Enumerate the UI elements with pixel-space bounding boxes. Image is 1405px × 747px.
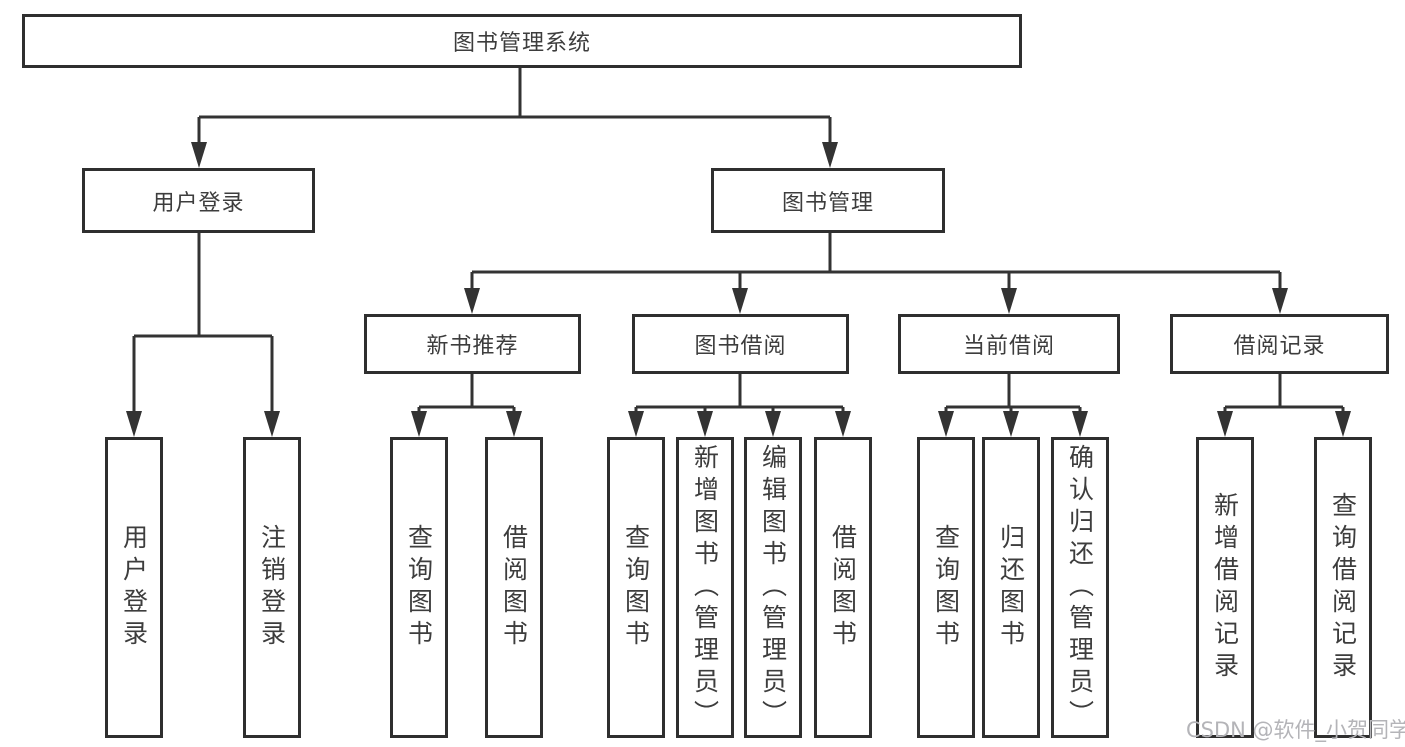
node-borrow-records: 借阅记录 [1170, 314, 1389, 374]
node-label: 图书借阅 [694, 334, 787, 359]
node-label: 借阅记录 [1233, 334, 1326, 359]
leaf-return-books: 归还图书 [982, 437, 1040, 738]
node-label: 借阅图书 [499, 523, 529, 652]
node-label: 图书管理系统 [452, 31, 591, 56]
node-label: 注销登录 [257, 523, 287, 652]
leaf-query-books-current: 查询图书 [917, 437, 975, 738]
node-label: 用户登录 [152, 190, 245, 216]
leaf-edit-books-admin: 编辑图书（管理员） [744, 437, 802, 738]
node-label: 用户登录 [119, 523, 149, 652]
node-label: 借阅图书 [828, 523, 858, 652]
node-label: 查询借阅记录 [1328, 491, 1358, 684]
node-label: 查询图书 [621, 523, 651, 652]
leaf-add-borrow-record: 新增借阅记录 [1196, 437, 1254, 738]
arrowheads [126, 142, 1351, 437]
node-book-management: 图书管理 [711, 168, 945, 233]
leaf-add-books-admin: 新增图书（管理员） [676, 437, 734, 738]
leaf-user-login: 用户登录 [105, 437, 163, 738]
leaf-borrow-books: 借阅图书 [814, 437, 872, 738]
node-label: 新书推荐 [426, 334, 519, 359]
node-label: 编辑图书（管理员） [758, 443, 788, 732]
node-label: 图书管理 [781, 190, 874, 216]
node-label: 当前借阅 [962, 334, 1055, 359]
csdn-watermark: CSDN @软件_小贺同学 [1186, 718, 1405, 742]
leaf-query-books-borrow: 查询图书 [607, 437, 665, 738]
node-label: 查询图书 [931, 523, 961, 652]
node-label: 确认归还（管理员） [1065, 443, 1095, 732]
node-library-management-system: 图书管理系统 [22, 14, 1022, 68]
leaf-query-books-recommend: 查询图书 [390, 437, 448, 738]
node-label: 新增借阅记录 [1210, 491, 1240, 684]
node-new-book-recommend: 新书推荐 [364, 314, 581, 374]
leaf-query-borrow-record: 查询借阅记录 [1314, 437, 1372, 738]
node-label: 查询图书 [404, 523, 434, 652]
node-label: 归还图书 [996, 523, 1026, 652]
node-book-borrow: 图书借阅 [632, 314, 849, 374]
leaf-confirm-return-admin: 确认归还（管理员） [1051, 437, 1109, 738]
leaf-logout: 注销登录 [243, 437, 301, 738]
leaf-borrow-books-recommend: 借阅图书 [485, 437, 543, 738]
node-label: 新增图书（管理员） [690, 443, 720, 732]
node-user-login: 用户登录 [82, 168, 315, 233]
node-current-borrow: 当前借阅 [898, 314, 1120, 374]
